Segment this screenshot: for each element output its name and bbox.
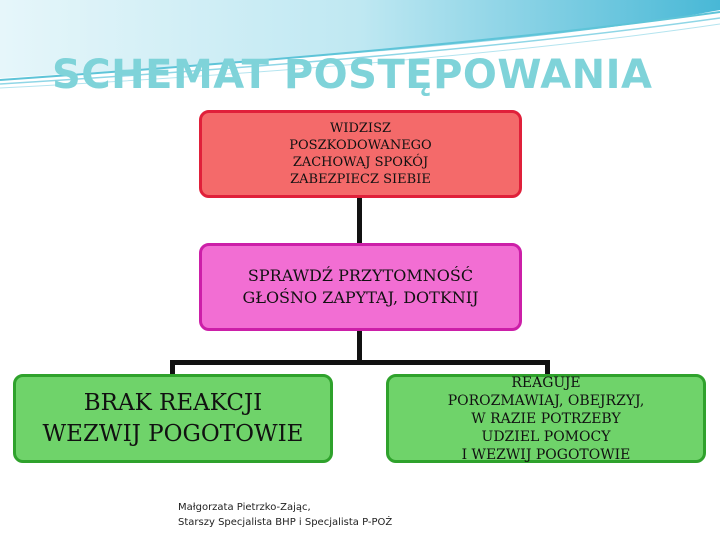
connector-horizontal: [170, 360, 550, 365]
branch-right-line: W RAZIE POTRZEBY: [471, 410, 620, 428]
branch-right-line: I WEZWIJ POGOTOWIE: [462, 446, 631, 464]
author-role: Starszy Specjalista BHP i Specjalista P-…: [178, 515, 392, 530]
author-name: Małgorzata Pietrzko-Zając,: [178, 500, 392, 515]
branch-box-no-reaction: BRAK REAKCJI WEZWIJ POGOTOWIE: [13, 374, 333, 463]
connector-step2-down: [357, 331, 362, 363]
step-box-witness: WIDZISZ POSZKODOWANEGO ZACHOWAJ SPOKÓJ Z…: [199, 110, 522, 198]
step1-line: WIDZISZ: [330, 120, 391, 137]
branch-right-line: POROZMAWIAJ, OBEJRZYJ,: [448, 392, 645, 410]
author-credit: Małgorzata Pietrzko-Zając, Starszy Specj…: [178, 500, 392, 530]
step2-line: GŁOŚNO ZAPYTAJ, DOTKNIJ: [242, 287, 478, 309]
page-title: SCHEMAT POSTĘPOWANIA: [52, 52, 653, 98]
branch-box-reacts: REAGUJE POROZMAWIAJ, OBEJRZYJ, W RAZIE P…: [386, 374, 706, 463]
branch-left-line: WEZWIJ POGOTOWIE: [43, 419, 304, 450]
branch-right-line: UDZIEL POMOCY: [482, 428, 611, 446]
step1-line: ZACHOWAJ SPOKÓJ: [293, 154, 428, 171]
branch-right-line: REAGUJE: [511, 374, 580, 392]
step2-line: SPRAWDŹ PRZYTOMNOŚĆ: [248, 265, 473, 287]
connector-step1-step2: [357, 198, 362, 243]
step-box-check-consciousness: SPRAWDŹ PRZYTOMNOŚĆ GŁOŚNO ZAPYTAJ, DOTK…: [199, 243, 522, 331]
branch-left-line: BRAK REAKCJI: [84, 388, 263, 419]
step1-line: ZABEZPIECZ SIEBIE: [290, 171, 431, 188]
step1-line: POSZKODOWANEGO: [289, 137, 431, 154]
